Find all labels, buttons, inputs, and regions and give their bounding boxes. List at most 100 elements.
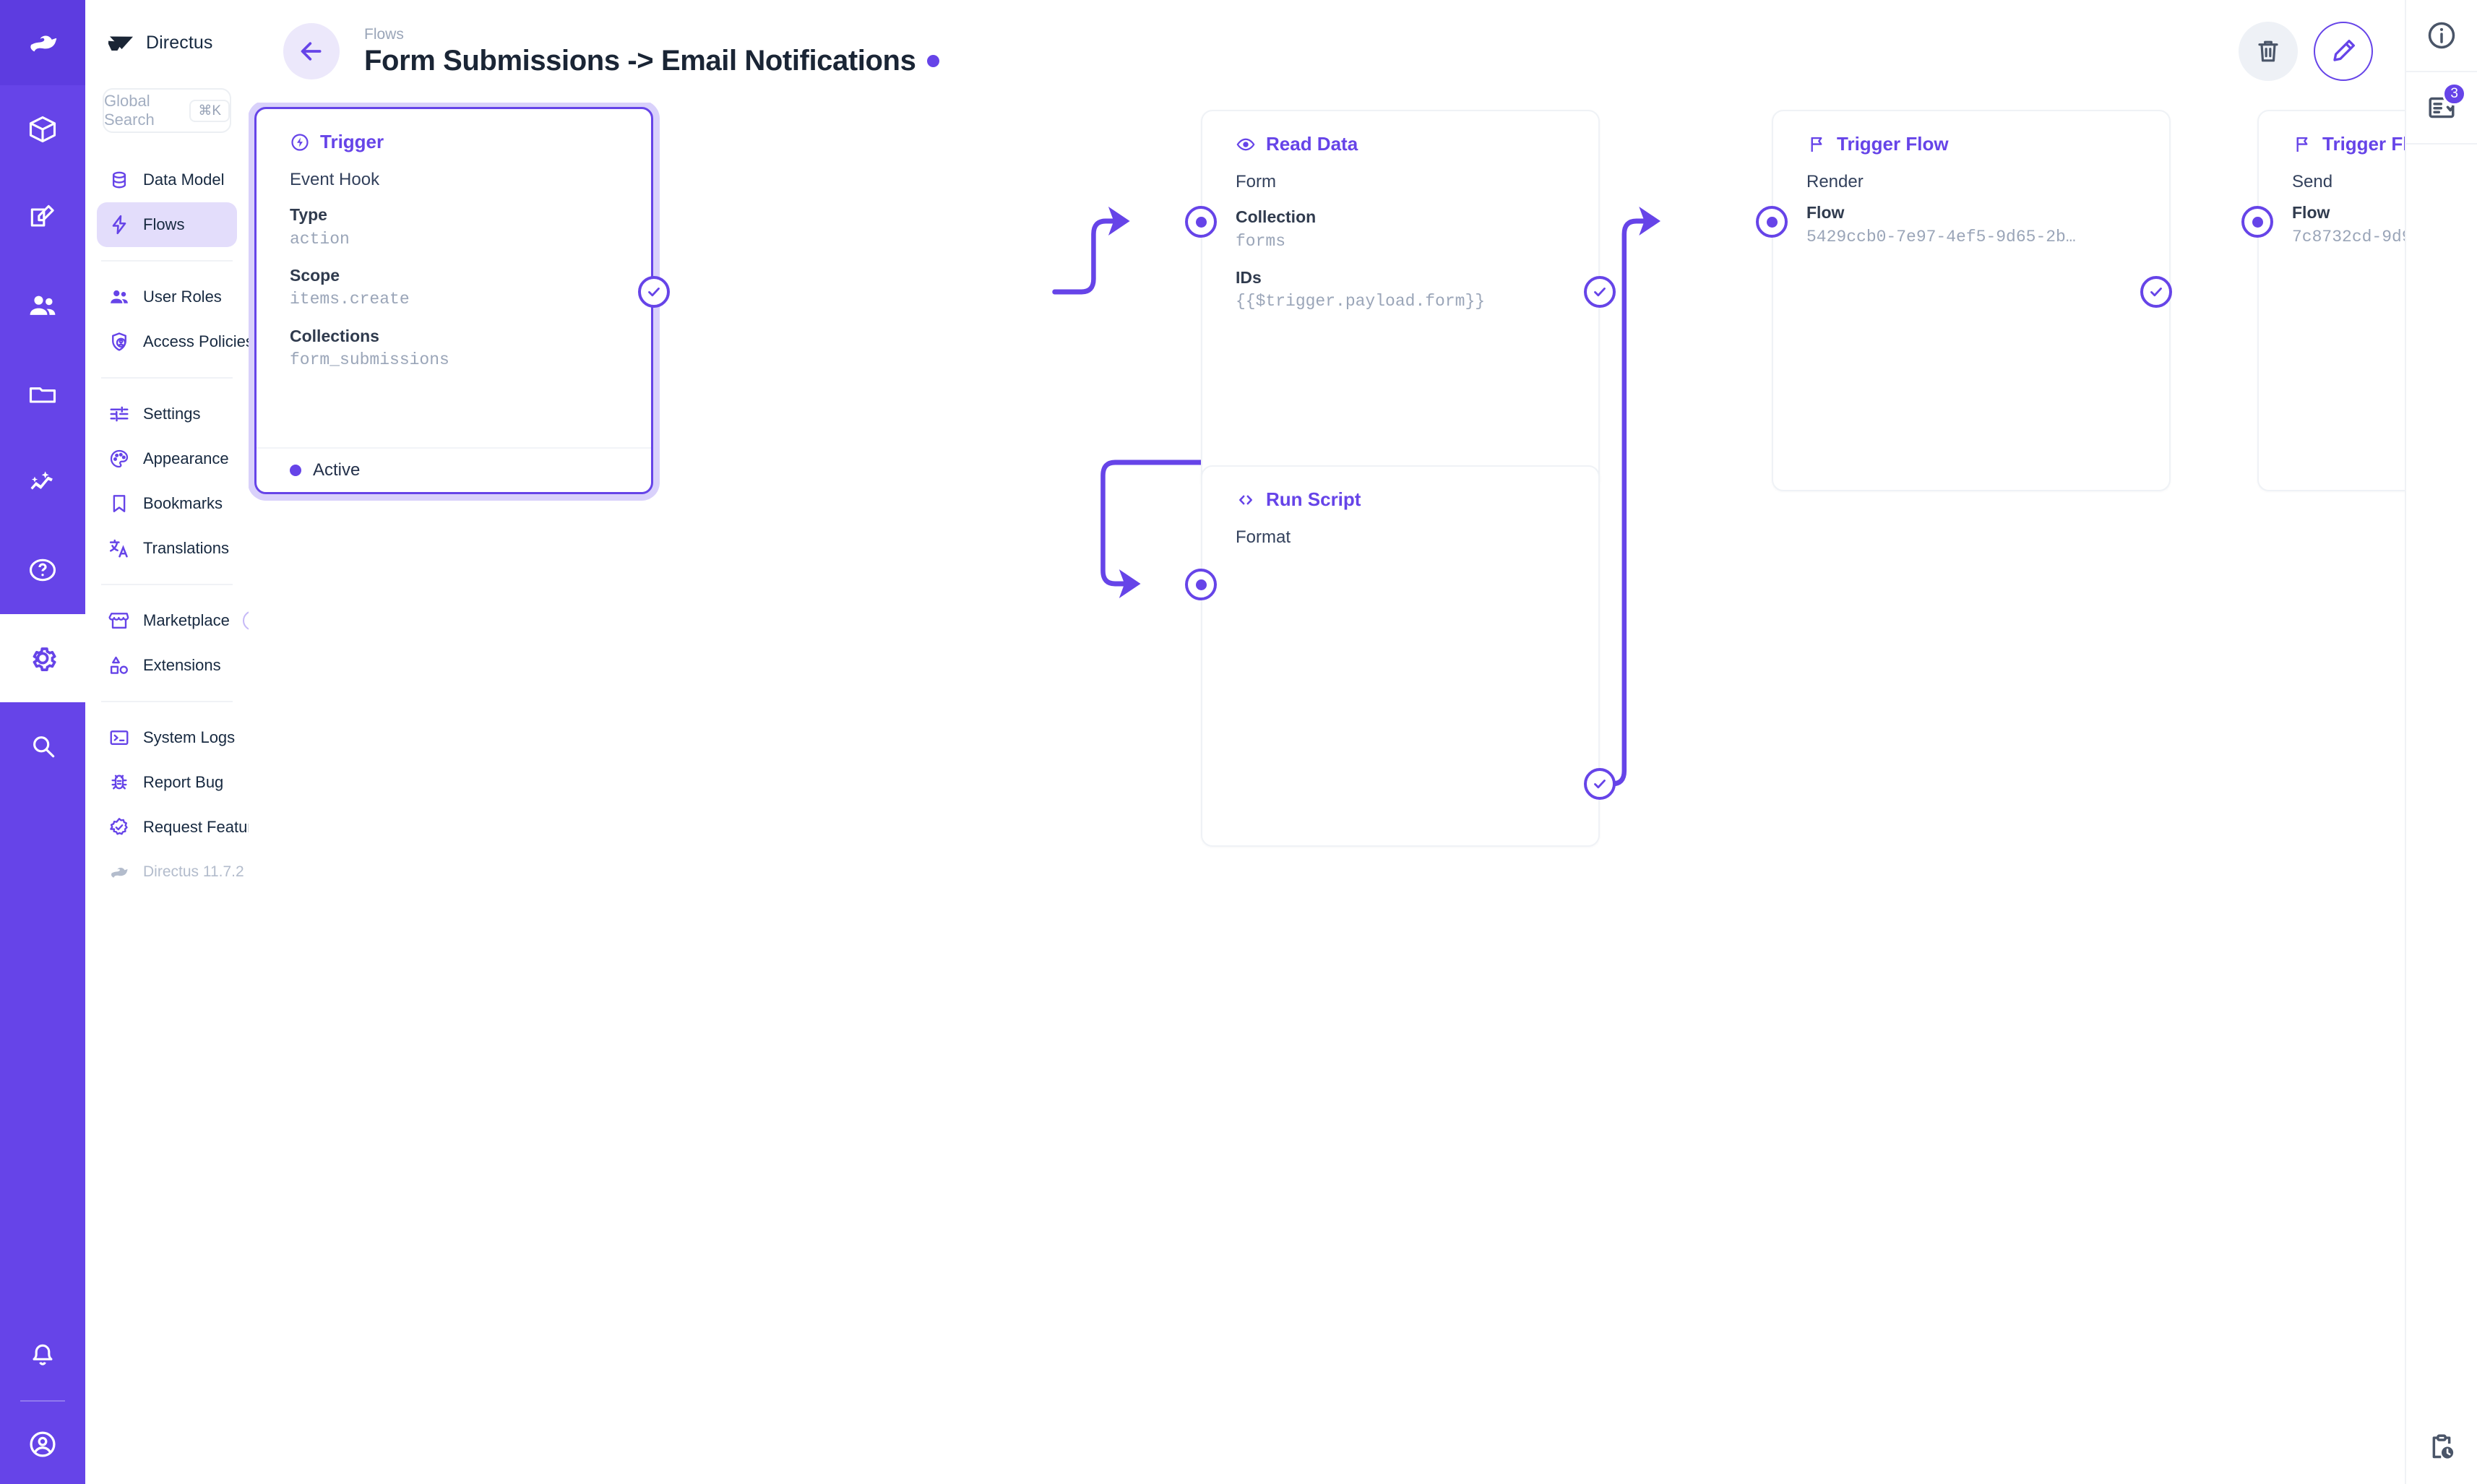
header-actions: [2239, 22, 2373, 81]
info-circle-icon: [2428, 22, 2455, 49]
nav-divider: [101, 584, 233, 585]
shield-person-icon: [108, 331, 130, 353]
sidebar-item-label: Data Model: [143, 171, 225, 189]
port-run-script-input[interactable]: [1185, 569, 1217, 600]
module-content[interactable]: [0, 85, 85, 173]
flow-canvas[interactable]: Trigger Event Hook Type action Scope ite…: [249, 103, 2405, 1484]
module-settings[interactable]: [0, 614, 85, 702]
breadcrumb[interactable]: Flows: [364, 25, 404, 43]
port-run-script-resolve[interactable]: [1584, 768, 1616, 800]
field-value: 7c8732cd-9d9e-44be: [2292, 227, 2405, 246]
sidebar-item-label: Report Bug: [143, 773, 224, 791]
flow-node-run-script[interactable]: Run Script Format: [1201, 465, 1600, 847]
search-shortcut: ⌘K: [189, 99, 230, 122]
node-field: Flow 7c8732cd-9d9e-44be: [2292, 200, 2405, 249]
sidebar-item-access-policies[interactable]: Access Policies: [97, 319, 254, 364]
sidebar-item-data-model[interactable]: Data Model: [97, 158, 237, 202]
node-header: Trigger Flow: [1773, 111, 2169, 155]
sidebar-item-flows[interactable]: Flows: [97, 202, 237, 247]
box-icon: [29, 116, 56, 143]
port-read-data-resolve[interactable]: [1584, 276, 1616, 308]
search-input[interactable]: Global Search ⌘K: [103, 88, 231, 133]
edit-flow-button[interactable]: [2314, 22, 2373, 81]
node-field: Scope items.create: [290, 263, 618, 312]
node-header: Trigger: [257, 109, 651, 153]
port-trigger-resolve[interactable]: [638, 276, 670, 308]
module-users[interactable]: [0, 262, 85, 350]
port-dot: [1195, 579, 1207, 590]
trash-icon: [2258, 40, 2278, 62]
sparkle-chart-icon: [30, 471, 53, 490]
sidebar-item-label: Translations: [143, 539, 230, 557]
port-dot: [1195, 216, 1207, 228]
sidebar-item-user-roles[interactable]: User Roles: [97, 275, 237, 319]
sidebar-version: Directus 11.7.2: [97, 850, 244, 894]
port-trigger-flow-render-input[interactable]: [1756, 206, 1788, 238]
sidebar-item-translations[interactable]: Translations: [97, 526, 237, 571]
tune-icon: [108, 403, 130, 425]
info-sidebar-button[interactable]: [2405, 0, 2477, 72]
field-value: form_submissions: [290, 350, 449, 370]
sidebar-item-label: Extensions: [143, 656, 221, 674]
sidebar-item-request-feature[interactable]: Request Feature: [97, 805, 262, 850]
field-key: Collection: [1236, 207, 1317, 226]
node-subtitle: Render: [1806, 172, 1864, 191]
node-header: Trigger Flow: [2259, 111, 2405, 155]
account-button[interactable]: [0, 1405, 85, 1484]
sidebar-item-label: Marketplace: [143, 611, 230, 629]
status-dot: [290, 465, 301, 476]
people-icon: [108, 286, 130, 308]
flow-node-trigger-flow-render[interactable]: Trigger Flow Render Flow 5429ccb0-7e97-4…: [1772, 110, 2171, 491]
nav-group-4: Marketplace Beta Extensions: [85, 598, 291, 688]
sidebar-item-bookmarks[interactable]: Bookmarks: [97, 481, 237, 526]
port-trigger-flow-send-input[interactable]: [2241, 206, 2273, 238]
delete-flow-button[interactable]: [2239, 22, 2298, 81]
bolt-icon: [108, 214, 130, 236]
sidebar-item-system-logs[interactable]: System Logs: [97, 715, 237, 760]
sidebar-item-settings[interactable]: Settings: [97, 392, 237, 436]
question-circle-icon: [29, 558, 56, 582]
node-type-label: Trigger Flow: [2322, 133, 2405, 155]
field-key: Flow: [1806, 203, 1845, 222]
port-dot: [2252, 216, 2263, 228]
sidebar-item-extensions[interactable]: Extensions: [97, 643, 237, 688]
module-docs[interactable]: [0, 526, 85, 614]
module-search[interactable]: [0, 702, 85, 790]
clipboard-clock-icon: [2432, 1434, 2454, 1459]
title-row: Form Submissions -> Email Notifications: [364, 45, 940, 77]
node-field: Type action: [290, 202, 618, 251]
account-circle-icon: [30, 1431, 56, 1457]
project-header[interactable]: Directus: [85, 0, 249, 85]
list-logs-icon: [2429, 97, 2455, 118]
notifications-button[interactable]: [0, 1309, 85, 1397]
flow-node-trigger-flow-send[interactable]: Trigger Flow Send Flow 7c8732cd-9d9e-44b…: [2257, 110, 2405, 491]
module-insights[interactable]: [0, 438, 85, 526]
directus-logo-button[interactable]: [0, 0, 85, 85]
node-body: Event Hook Type action Scope items.creat…: [257, 153, 651, 373]
module-files[interactable]: [0, 350, 85, 438]
sidebar-item-appearance[interactable]: Appearance: [97, 436, 237, 481]
nav-group-5: System Logs Report Bug: [85, 715, 262, 894]
flow-node-trigger[interactable]: Trigger Event Hook Type action Scope ite…: [254, 107, 653, 494]
status-label: Active: [313, 460, 361, 480]
flow-node-read-data[interactable]: Read Data Form Collection forms IDs {{$t…: [1201, 110, 1600, 491]
sidebar-item-marketplace[interactable]: Marketplace Beta: [97, 598, 291, 643]
activity-history-button[interactable]: [2405, 1412, 2477, 1484]
logs-badge-count: 3: [2442, 82, 2466, 105]
nav-divider: [101, 701, 233, 702]
node-subtitle: Format: [1236, 527, 1291, 547]
logs-sidebar-button[interactable]: 3: [2405, 72, 2477, 144]
port-trigger-flow-render-resolve[interactable]: [2140, 276, 2172, 308]
port-read-data-input[interactable]: [1185, 206, 1217, 238]
sidebar-item-report-bug[interactable]: Report Bug: [97, 760, 237, 805]
node-body: Form Collection forms IDs {{$trigger.pay…: [1202, 155, 1598, 314]
field-value: items.create: [290, 290, 410, 309]
back-button[interactable]: [283, 23, 340, 79]
module-editor[interactable]: [0, 173, 85, 262]
flow-status-dot: [927, 55, 940, 68]
directus-project-logo-icon: [108, 36, 133, 51]
arrow-left-icon: [301, 42, 322, 61]
node-footer: Active: [257, 447, 651, 492]
node-field: Collection forms: [1236, 204, 1565, 254]
